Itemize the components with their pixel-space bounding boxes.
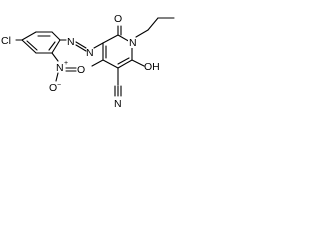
azo-double-bond [75, 41, 87, 49]
hydroxy-label: OH [144, 61, 160, 73]
ring-bond [102, 34, 119, 44]
ring-double-bond [26, 40, 38, 51]
nitro-bond [51, 52, 59, 62]
chlorophenyl-ring [21, 31, 61, 54]
chemical-structure-diagram: Cl N + O − O N N O [1, 13, 175, 110]
molecule-canvas: Cl N + O − O N N O [0, 0, 195, 111]
ring-n-label: N [129, 37, 137, 49]
nitro-minus-charge: − [57, 82, 61, 89]
azo-double-bond [75, 44, 87, 52]
nitro-n-label: N [56, 62, 64, 74]
ring-bond [21, 39, 37, 54]
ring-bond [51, 39, 61, 54]
ring-bond [21, 31, 37, 41]
ring-bond [51, 31, 61, 41]
nitro-o-minus-bond [55, 72, 59, 82]
azo-n1-label: N [67, 36, 75, 48]
nitrile-n-label: N [114, 98, 122, 110]
propyl-bond [135, 29, 149, 38]
ring-double-bond [117, 57, 130, 65]
pyridone-ring [102, 34, 133, 69]
nitro-plus-charge: + [64, 60, 68, 67]
carbonyl-o-label: O [114, 13, 122, 25]
nitro-o-label: O [77, 64, 85, 76]
ring-double-bond [48, 41, 56, 51]
chloro-label: Cl [1, 35, 11, 47]
nitro-o-minus-label: O [49, 82, 57, 94]
azo-pyridone-bond [93, 42, 104, 49]
ring-n-mask [128, 36, 138, 48]
azo-n2-label: N [86, 47, 94, 59]
methyl-bond [91, 59, 104, 67]
propyl-bond [147, 17, 159, 31]
hydroxy-bond [131, 59, 145, 67]
ring-bond [102, 59, 119, 69]
ring-bond [117, 59, 133, 69]
